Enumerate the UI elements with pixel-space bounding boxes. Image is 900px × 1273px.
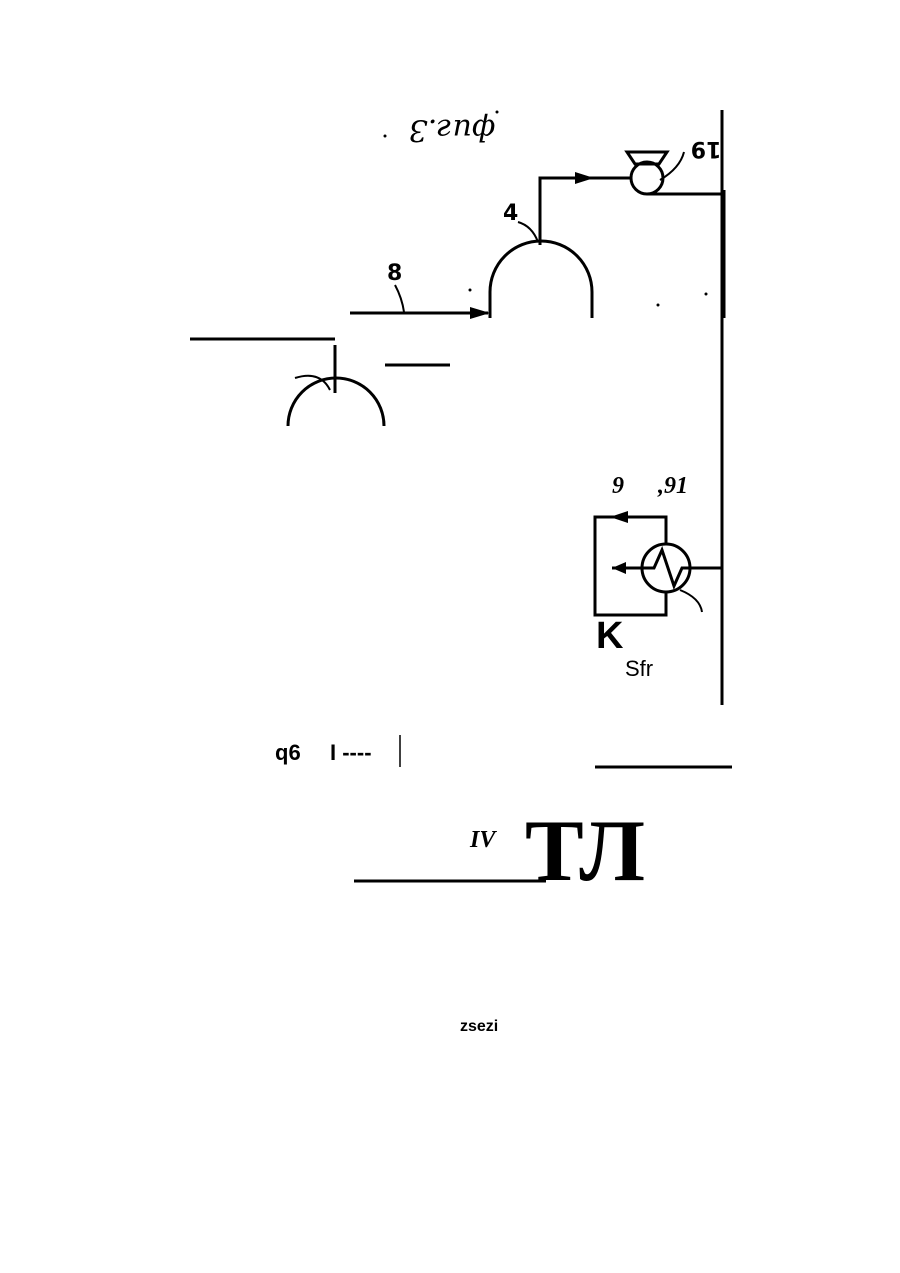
pump-icon [631, 162, 663, 194]
vessel-4 [490, 241, 592, 318]
speck [384, 135, 387, 138]
label-q6: q6 [275, 740, 301, 765]
label-91: ,91 [657, 473, 688, 499]
label-zsezi: zsezi [460, 1018, 498, 1035]
label-9: 9 [612, 473, 624, 499]
label-4: 4 [503, 201, 518, 226]
label-19: 19 [691, 136, 722, 161]
heat-exchanger-unit [595, 511, 722, 615]
speck [496, 111, 499, 114]
label-8: 8 [387, 261, 402, 286]
flow-arrow-icon [470, 307, 490, 319]
label-tl: ТЛ [525, 803, 645, 900]
speck [657, 304, 660, 307]
vessel4-to-pump-line [540, 178, 631, 245]
flow-arrow-icon [575, 172, 594, 184]
pump-19: 19 [627, 136, 724, 194]
speck [705, 293, 708, 296]
speck [469, 289, 472, 292]
hx-leader-line [680, 590, 702, 612]
label-sfr: Sfr [625, 656, 653, 681]
label-iv: IV [469, 827, 497, 853]
heat-exchanger-coil [642, 550, 692, 586]
figure-caption-text: фиг.3 [409, 112, 496, 147]
label-k: K [596, 615, 624, 657]
figure-caption: фиг.3 [409, 112, 496, 147]
label-dash: I ---- [330, 740, 372, 765]
flow-arrow-icon [612, 562, 626, 574]
feed-line-8-leader [395, 285, 404, 312]
vessel-4-leader [518, 222, 538, 242]
flow-arrow-icon [610, 511, 628, 523]
